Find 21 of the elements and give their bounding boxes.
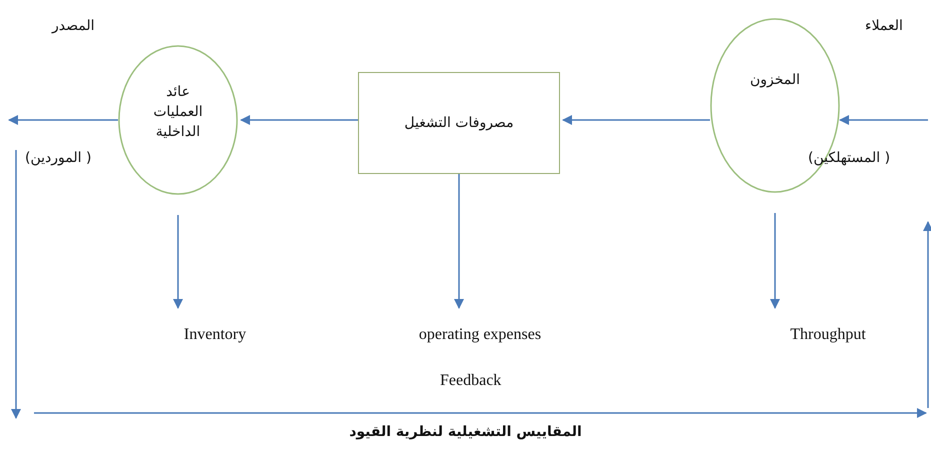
- arrow: [770, 213, 780, 309]
- arrow: [8, 115, 118, 125]
- node-label: مصروفات التشغيل: [404, 114, 514, 133]
- arrow: [839, 115, 928, 125]
- node-label: عائد العمليات الداخلية: [152, 82, 204, 142]
- arrow: [173, 215, 183, 309]
- party-label: (الموردين ): [25, 150, 92, 166]
- caption: المقاييس التشغيلية لنظرية القيود: [348, 424, 583, 440]
- process-box: [358, 72, 560, 174]
- metric-label: Inventory: [184, 325, 246, 346]
- node-label: المخزون: [750, 71, 800, 90]
- process-circle: [118, 45, 238, 195]
- loop-label: Feedback: [440, 372, 502, 390]
- metric-label: Throughput: [790, 325, 866, 346]
- party-label: العملاء: [865, 18, 903, 34]
- metric-label: operating expenses: [418, 325, 542, 346]
- party-label: المصدر: [52, 18, 94, 34]
- arrow: [454, 174, 464, 309]
- arrow: [240, 115, 358, 125]
- arrow: [562, 115, 710, 125]
- party-label: (المستهلكين ): [808, 150, 890, 166]
